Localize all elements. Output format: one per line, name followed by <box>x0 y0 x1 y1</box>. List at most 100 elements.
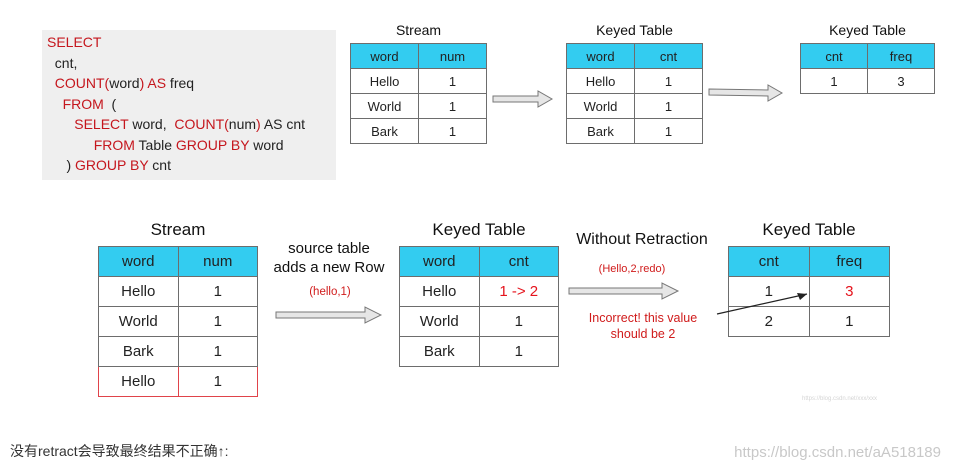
table-cell: 2 <box>728 306 810 337</box>
sql-line: COUNT(word) AS freq <box>47 73 336 94</box>
bottom-keyed2-title: Keyed Table <box>762 220 856 239</box>
bottom-arrow-1 <box>275 306 383 324</box>
table-cell: World <box>566 93 635 119</box>
sql-line: FROM ( <box>47 94 336 115</box>
table-cell: Hello <box>98 276 179 307</box>
sql-keyword: GROUP BY <box>175 136 250 153</box>
sql-text <box>47 137 94 153</box>
sql-line: SELECT word, COUNT(num) AS cnt <box>47 114 336 135</box>
table-header-cell: freq <box>867 43 935 69</box>
table-cell: 1 <box>728 276 810 307</box>
table-cell: Bark <box>399 336 480 367</box>
sql-text: word <box>249 136 284 153</box>
hello-label: (hello,1) <box>309 286 351 298</box>
table-cell: Bark <box>350 118 419 144</box>
faint-watermark: https://blog.csdn.net/xxx/xxx <box>802 396 878 402</box>
table-cell: World <box>399 306 480 337</box>
table-header-cell: word <box>399 246 480 277</box>
sql-keyword: GROUP BY <box>75 157 149 173</box>
top-keyed2-title: Keyed Table <box>829 22 906 38</box>
table-cell: World <box>350 93 419 119</box>
top-arrow-1 <box>492 90 554 108</box>
table-header-cell: word <box>98 246 179 277</box>
sql-text <box>47 96 63 112</box>
bottom-keyed1-title: Keyed Table <box>432 220 526 239</box>
table-cell: 3 <box>867 68 935 94</box>
sql-line: FROM Table GROUP BY word <box>47 135 336 156</box>
top-keyed1-title: Keyed Table <box>596 22 673 38</box>
sql-text: ) <box>47 157 75 173</box>
table-cell: 1 <box>478 306 559 337</box>
table-header-cell: num <box>177 246 258 277</box>
table-cell: 1 <box>177 366 258 397</box>
table-cell: 1 <box>634 68 703 94</box>
sql-text: cnt, <box>47 54 78 71</box>
table-cell: 1 <box>418 118 487 144</box>
sql-text: num <box>228 116 257 132</box>
table-cell: Hello <box>399 276 480 307</box>
without-retraction-label: Without Retraction <box>576 231 708 248</box>
sql-keyword: ) AS <box>139 75 167 91</box>
sql-text: freq <box>166 75 195 91</box>
sql-keyword: ) <box>256 116 261 132</box>
table-header-cell: word <box>566 43 635 69</box>
table-cell: 1 <box>634 93 703 119</box>
table-cell: 1 <box>177 336 258 367</box>
sql-keyword: FROM <box>93 136 135 153</box>
top-stream-title: Stream <box>395 22 442 38</box>
table-cell: 1 <box>808 306 890 337</box>
table-cell: 3 <box>808 276 890 307</box>
bottom-stream-title: Stream <box>150 220 206 239</box>
sql-text: Table <box>134 136 176 153</box>
source-table-note: source table adds a new Row <box>273 240 385 276</box>
top-arrow-2 <box>708 84 784 102</box>
redo-label: (Hello,2,redo) <box>598 263 666 275</box>
table-cell: 1 <box>177 276 258 307</box>
table-cell: World <box>98 306 179 337</box>
sql-keyword: COUNT( <box>54 75 110 91</box>
table-cell: Bark <box>566 118 635 144</box>
csdn-watermark: https://blog.csdn.net/aA518189 <box>734 444 941 461</box>
sql-keyword: COUNT( <box>174 116 229 132</box>
table-header-cell: word <box>350 43 419 69</box>
table-cell: Bark <box>98 336 179 367</box>
table-cell: 1 <box>418 68 487 94</box>
sql-line: SELECT <box>47 32 336 53</box>
table-header-cell: cnt <box>634 43 703 69</box>
table-cell: 1 <box>418 93 487 119</box>
incorrect-note: Incorrect! this value should be 2 <box>588 311 698 341</box>
sql-text: word <box>109 75 140 91</box>
table-cell: Hello <box>566 68 635 94</box>
table-cell: 1 <box>800 68 868 94</box>
table-cell: 1 <box>634 118 703 144</box>
sql-text: cnt <box>148 157 171 173</box>
sql-text: ( <box>103 95 117 112</box>
table-cell: 1 <box>478 336 559 367</box>
table-header-cell: freq <box>808 246 890 277</box>
table-cell: Hello <box>350 68 419 94</box>
